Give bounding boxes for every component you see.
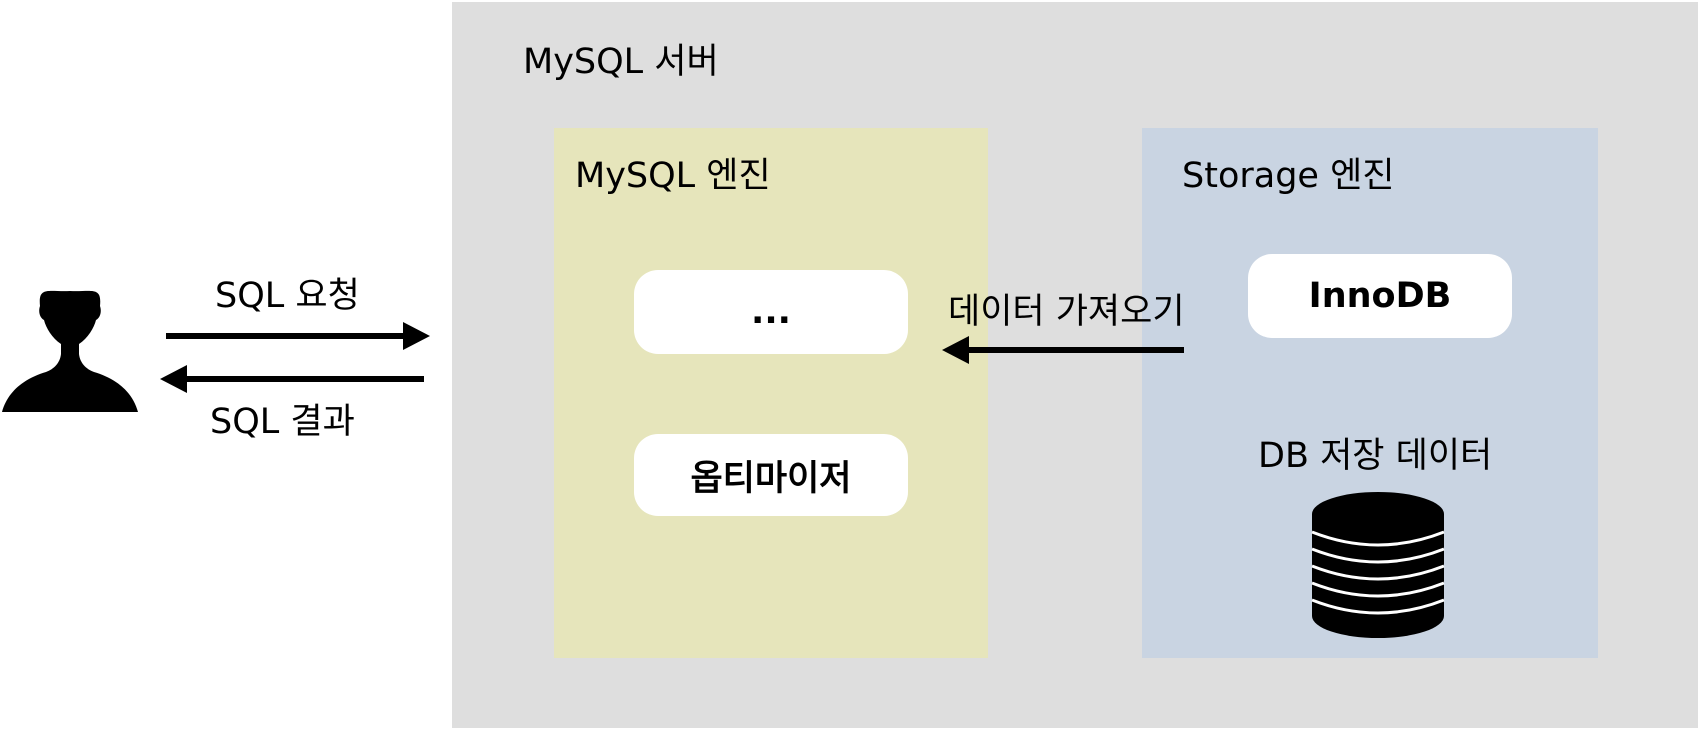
mysql-engine-title: MySQL 엔진 bbox=[575, 156, 771, 196]
sql-result-arrow bbox=[160, 365, 424, 393]
mysql-engine-box bbox=[554, 128, 988, 658]
db-storage-label: DB 저장 데이터 bbox=[1258, 436, 1493, 476]
fetch-data-label: 데이터 가져오기 bbox=[948, 292, 1185, 332]
engine-module-optimizer: 옵티마이저 bbox=[634, 434, 908, 516]
user-icon bbox=[2, 290, 138, 412]
fetch-data-arrow bbox=[942, 336, 1184, 364]
mysql-server-title: MySQL 서버 bbox=[523, 42, 719, 82]
database-icon bbox=[1311, 492, 1445, 638]
storage-engine-title: Storage 엔진 bbox=[1182, 156, 1395, 196]
sql-request-arrow bbox=[166, 322, 430, 350]
sql-request-label: SQL 요청 bbox=[215, 276, 360, 316]
sql-result-label: SQL 결과 bbox=[210, 402, 355, 442]
engine-module-etc: ... bbox=[634, 270, 908, 354]
storage-module-innodb: InnoDB bbox=[1248, 254, 1512, 338]
